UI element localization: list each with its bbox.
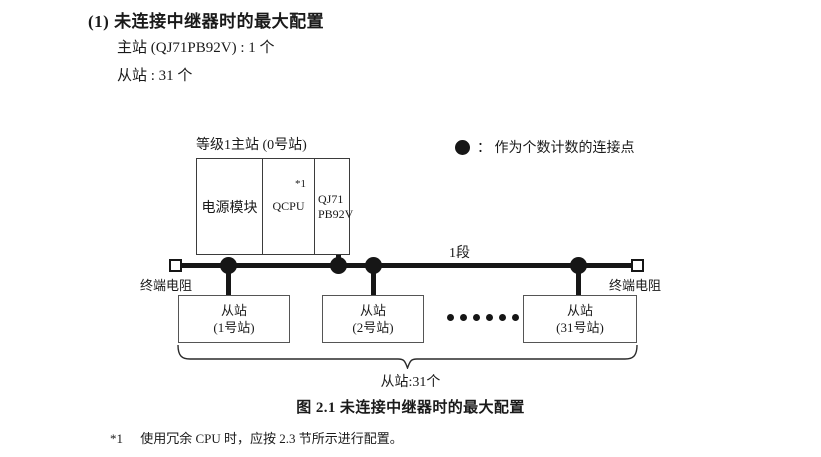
master-station-box xyxy=(196,158,350,255)
slave-station-name: 从站 xyxy=(359,303,386,318)
slave-station-name: 从站 xyxy=(220,303,247,318)
ellipsis-dot xyxy=(460,314,467,321)
slave-station-number: (2号站) xyxy=(352,320,394,335)
terminator-square-left xyxy=(169,259,182,272)
connection-point-icon xyxy=(220,257,237,274)
legend: ： 作为个数计数的连接点 xyxy=(455,137,635,157)
footnote-text: 使用冗余 CPU 时，应按 2.3 节所示进行配置。 xyxy=(140,431,403,446)
slave-station-number: (1号站) xyxy=(213,320,255,335)
slave-station-number: (31号站) xyxy=(556,320,604,335)
drop-line-slave-31 xyxy=(576,265,581,296)
ellipsis-dot xyxy=(473,314,480,321)
module-cell-qcpu: QCPU xyxy=(272,199,305,213)
master-box-divider xyxy=(314,158,315,255)
terminator-label-left: 终端电阻 xyxy=(140,278,193,293)
connection-point-icon xyxy=(330,257,347,274)
module-name-line1: QJ71 xyxy=(318,191,344,206)
terminator-square-right xyxy=(631,259,644,272)
filled-circle-icon xyxy=(455,139,470,155)
drop-line-slave-1 xyxy=(226,265,231,296)
module-cell-qj71pb92v: QJ71 PB92V xyxy=(315,158,354,255)
ellipsis-dot xyxy=(499,314,506,321)
ellipsis-dot xyxy=(512,314,519,321)
bus-trunk-line xyxy=(175,263,639,268)
ellipsis-dot xyxy=(486,314,493,321)
slave-station-box: 从站 (31号站) xyxy=(523,295,637,343)
drop-line-slave-2 xyxy=(371,265,376,296)
terminator-label-right: 终端电阻 xyxy=(609,278,662,293)
connection-point-icon xyxy=(365,257,382,274)
figure-caption: 图 2.1 未连接中继器时的最大配置 xyxy=(296,400,525,416)
master-station-label: 等级1主站 (0号站) xyxy=(196,138,307,153)
footnote-mark: *1 xyxy=(110,431,123,446)
slave-group-caption: 从站:31个 xyxy=(380,375,441,390)
spec-slave-count: 从站 : 31 个 xyxy=(117,68,193,84)
module-cell-power-supply: 电源模块 xyxy=(201,200,258,216)
module-name-line2: PB92V xyxy=(318,206,354,221)
page-title: (1) 未连接中继器时的最大配置 xyxy=(88,12,325,31)
master-box-divider xyxy=(262,158,263,255)
connection-point-icon xyxy=(570,257,587,274)
slave-station-box: 从站 (2号站) xyxy=(322,295,424,343)
footnote-marker-qcpu: *1 xyxy=(295,178,306,190)
legend-label: ： 作为个数计数的连接点 xyxy=(477,141,635,156)
ellipsis-dots xyxy=(447,314,519,321)
slave-station-box: 从站 (1号站) xyxy=(178,295,290,343)
segment-label: 1段 xyxy=(449,246,470,261)
spec-master-count: 主站 (QJ71PB92V) : 1 个 xyxy=(117,40,275,56)
ellipsis-dot xyxy=(447,314,454,321)
slave-group-brace xyxy=(176,344,639,371)
footnote: *1 使用冗余 CPU 时，应按 2.3 节所示进行配置。 xyxy=(110,428,403,447)
slave-station-name: 从站 xyxy=(566,303,593,318)
